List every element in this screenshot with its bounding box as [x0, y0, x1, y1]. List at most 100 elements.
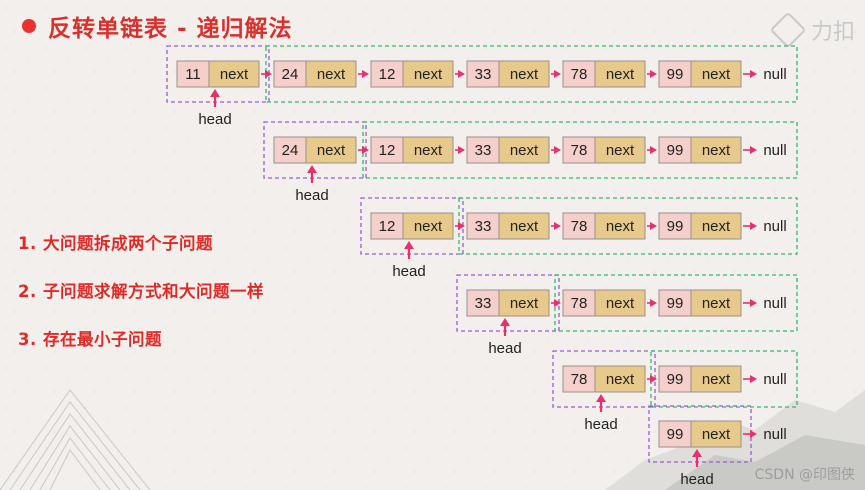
node-next-cell	[690, 136, 742, 164]
pointer-arrow-head	[362, 70, 369, 78]
node-value-cell	[466, 60, 500, 88]
node-value-text: 33	[475, 295, 492, 312]
pointer-arrow-head	[750, 375, 757, 383]
pointer-arrow-head	[265, 70, 272, 78]
node-value-text: 33	[475, 66, 492, 83]
node-next-text: next	[510, 295, 539, 312]
key-points: 1. 大问题拆成两个子问题 2. 子问题求解方式和大问题一样 3. 存在最小子问…	[18, 230, 264, 374]
node-next-text: next	[510, 218, 539, 235]
node-next-text: next	[606, 142, 635, 159]
point-2: 2. 子问题求解方式和大问题一样	[18, 282, 264, 301]
node-next-cell	[208, 60, 260, 88]
node-next-text: next	[414, 218, 443, 235]
head-label: head	[198, 111, 231, 128]
node-value-cell	[370, 212, 404, 240]
node-value-text: 12	[379, 66, 396, 83]
node-next-text: next	[414, 142, 443, 159]
node-next-text: next	[414, 66, 443, 83]
node-value-text: 33	[475, 218, 492, 235]
point-3: 3. 存在最小子问题	[18, 330, 162, 349]
null-text: null	[763, 142, 786, 159]
pointer-arrow-head	[650, 299, 657, 307]
node-value-text: 12	[379, 218, 396, 235]
node-value-cell	[466, 212, 500, 240]
node-value-text: 78	[571, 218, 588, 235]
watermark: CSDN @印图侠	[754, 467, 855, 483]
mountain-decoration-left	[0, 389, 151, 490]
pointer-arrow-head	[750, 299, 757, 307]
logo-text: 力扣	[810, 20, 855, 45]
node-value-text: 24	[282, 66, 299, 83]
head-arrow-head	[404, 241, 414, 249]
pointer-arrow-head	[362, 146, 369, 154]
point-1: 1. 大问题拆成两个子问题	[18, 234, 213, 253]
pointer-arrow-head	[554, 70, 561, 78]
node-value-text: 99	[667, 218, 684, 235]
pointer-arrow-head	[750, 222, 757, 230]
node-next-cell	[594, 60, 646, 88]
node-value-cell	[658, 136, 692, 164]
node-value-text: 99	[667, 371, 684, 388]
head-label: head	[680, 471, 713, 488]
node-next-text: next	[702, 142, 731, 159]
pointer-arrow-head	[750, 430, 757, 438]
head-label: head	[392, 263, 425, 280]
node-next-cell	[594, 212, 646, 240]
node-next-text: next	[317, 142, 346, 159]
null-text: null	[763, 371, 786, 388]
node-value-text: 11	[185, 66, 201, 83]
slide-title: 反转单链表 - 递归解法	[22, 9, 293, 43]
node-value-text: 99	[667, 142, 684, 159]
head-arrow-head	[596, 394, 606, 402]
head-arrow-head	[500, 318, 510, 326]
node-next-cell	[690, 289, 742, 317]
null-text: null	[763, 66, 786, 83]
node-next-cell	[690, 365, 742, 393]
head-arrow-head	[307, 165, 317, 173]
node-value-text: 99	[667, 426, 684, 443]
node-next-cell	[498, 289, 550, 317]
node-value-text: 99	[667, 66, 684, 83]
node-next-cell	[402, 136, 454, 164]
logo: 力扣	[769, 11, 855, 49]
node-next-text: next	[702, 295, 731, 312]
node-value-text: 99	[667, 295, 684, 312]
head-label: head	[488, 340, 521, 357]
node-next-text: next	[702, 426, 731, 443]
null-text: null	[763, 218, 786, 235]
node-next-text: next	[606, 66, 635, 83]
node-value-cell	[658, 420, 692, 448]
head-label: head	[295, 187, 328, 204]
node-next-text: next	[510, 66, 539, 83]
node-value-text: 78	[571, 295, 588, 312]
node-value-text: 78	[571, 66, 588, 83]
title-text: 反转单链表 - 递归解法	[48, 16, 293, 42]
node-value-text: 12	[379, 142, 396, 159]
node-next-cell	[498, 60, 550, 88]
node-next-cell	[690, 60, 742, 88]
node-next-text: next	[317, 66, 346, 83]
node-next-text: next	[510, 142, 539, 159]
head-arrow-head	[692, 449, 702, 457]
node-value-text: 78	[571, 142, 588, 159]
pointer-arrow-head	[458, 146, 465, 154]
node-value-cell	[658, 60, 692, 88]
node-next-cell	[690, 212, 742, 240]
head-arrow-head	[210, 89, 220, 97]
null-text: null	[763, 426, 786, 443]
node-next-cell	[305, 136, 357, 164]
node-next-text: next	[606, 295, 635, 312]
pointer-arrow-head	[554, 299, 561, 307]
node-next-text: next	[606, 218, 635, 235]
node-next-cell	[594, 289, 646, 317]
node-next-text: next	[606, 371, 635, 388]
pointer-arrow-head	[750, 146, 757, 154]
sublist-box	[650, 350, 798, 408]
node-next-text: next	[702, 218, 731, 235]
pointer-arrow-head	[650, 222, 657, 230]
node-value-cell	[273, 136, 307, 164]
pointer-arrow-head	[650, 146, 657, 154]
null-text: null	[763, 295, 786, 312]
node-value-cell	[562, 212, 596, 240]
